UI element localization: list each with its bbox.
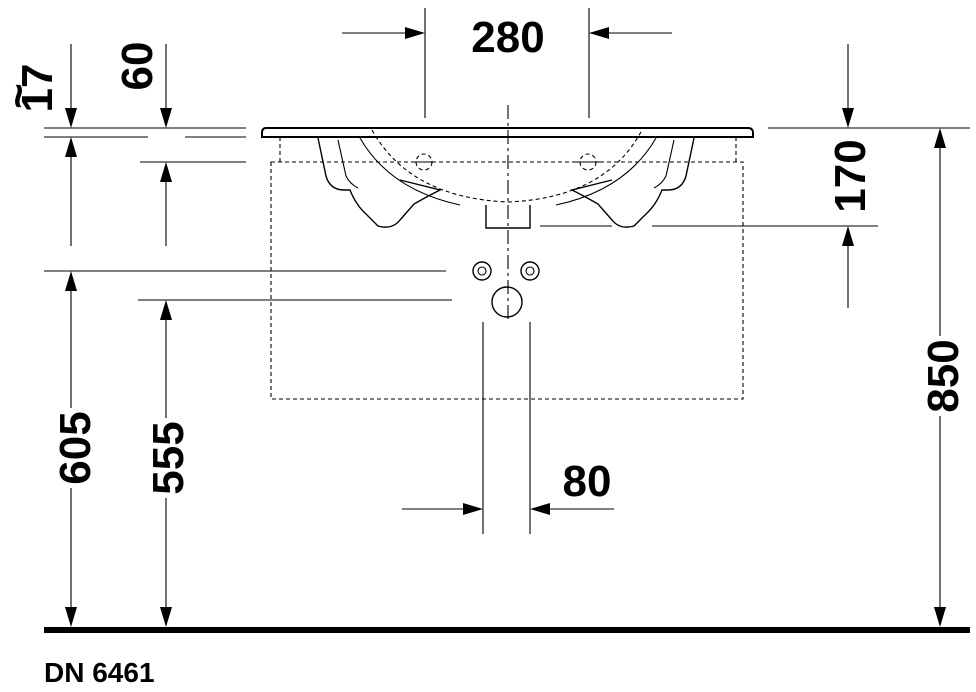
dim-605-arrow-bottom: [65, 607, 77, 627]
dim-555-label: 555: [144, 421, 193, 494]
supply-right-inner: [525, 266, 535, 276]
left-bracket: [317, 137, 443, 228]
dim-17-tilde: ~: [0, 83, 43, 109]
dim-850-label: 850: [919, 339, 968, 412]
dim-280-arrow-left: [405, 27, 425, 39]
dim-60-arrow-bottom: [160, 162, 172, 182]
vanity-unit: [270, 161, 744, 400]
dim-80-arrow-left: [463, 503, 483, 515]
dim-605-label: 605: [51, 411, 100, 484]
supply-left-connection: [472, 261, 492, 281]
dim-605-arrow-top: [65, 271, 77, 291]
dim-555-arrow-bottom: [160, 607, 172, 627]
dim-280-label: 280: [471, 13, 544, 62]
dim-60-label: 60: [113, 42, 162, 91]
dim-850-arrow-top: [934, 128, 946, 148]
dim-17-tilde-group: ~: [0, 83, 43, 109]
drain-outlet: [485, 205, 531, 229]
drawing-code: DN 6461: [44, 657, 155, 688]
dim-170-group: 170: [826, 139, 875, 212]
dim-17-group: 17: [13, 64, 62, 113]
bowl-outline: [371, 129, 643, 203]
right-bracket-inner: [653, 139, 675, 189]
dim-605-group: 605: [51, 408, 100, 488]
dim-60-arrow-top: [160, 108, 172, 128]
dim-170-arrow-bottom: [842, 226, 854, 246]
dim-170-arrow-top: [842, 108, 854, 128]
dim-17-label: 17: [13, 64, 62, 113]
dim-850-group: 850: [919, 336, 968, 416]
supply-right-connection: [520, 261, 540, 281]
washbasin-top: [261, 127, 754, 138]
supply-left-inner: [477, 266, 487, 276]
dim-80-label: 80: [563, 457, 612, 506]
floor-line: [44, 627, 970, 633]
right-bracket: [569, 137, 695, 228]
dim-555-group: 555: [144, 418, 193, 498]
dim-80-arrow-right: [530, 503, 550, 515]
dim-850-arrow-bottom: [934, 607, 946, 627]
bowl-inner-right: [555, 137, 657, 206]
dim-17-arrow-bottom: [65, 137, 77, 157]
dim-555-arrow-top: [160, 300, 172, 320]
dim-280-arrow-right: [589, 27, 609, 39]
dim-60-group: 60: [113, 42, 162, 91]
bowl-inner: [359, 137, 461, 206]
dim-17-arrow-top: [65, 108, 77, 128]
left-bracket-inner: [337, 139, 359, 189]
waste-connection: [491, 286, 523, 318]
dim-170-label: 170: [826, 139, 875, 212]
